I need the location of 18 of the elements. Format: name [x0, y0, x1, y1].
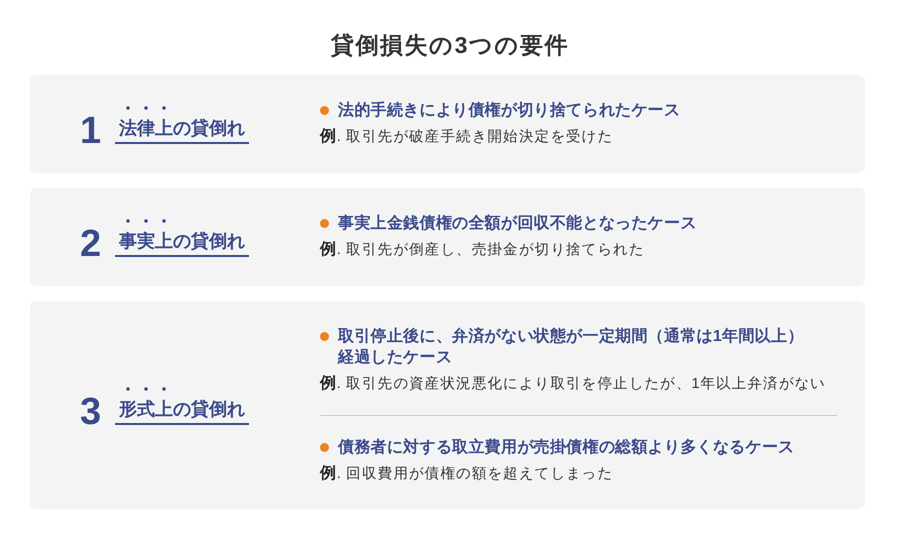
case-description: 債務者に対する取立費用が売掛債権の総額より多くなるケース [338, 437, 794, 458]
case-panel [30, 301, 865, 509]
example-text: 例. 取引先が破産手続き開始決定を受けた [320, 127, 614, 147]
case-title: 形式上の貸倒れ [115, 385, 250, 425]
case-description: 取引停止後に、弁済がない状態が一定期間（通常は1年間以上）経過したケース [338, 326, 805, 368]
case-description: 法的手続きにより債権が切り捨てられたケース [338, 100, 680, 121]
case-number: 2 [80, 225, 102, 263]
example-text: 例. 回収費用が債権の額を超えてしまった [320, 464, 614, 484]
case-description: 事実上金銭債権の全額が回収不能となったケース [338, 213, 697, 234]
case-title: 事実上の貸倒れ [115, 217, 250, 257]
case-panel [30, 75, 865, 173]
case-title: 法律上の貸倒れ [115, 104, 250, 144]
example-text: 例. 取引先が倒産し、売掛金が切り捨てられた [320, 240, 644, 260]
example-text: 例. 取引先の資産状況悪化により取引を停止したが、1年以上弁済がない [320, 374, 826, 394]
diagram-title: 貸倒損失の3つの要件 [331, 31, 569, 60]
case-number: 1 [80, 112, 102, 150]
case-panel [30, 188, 865, 286]
case-number: 3 [80, 393, 102, 431]
